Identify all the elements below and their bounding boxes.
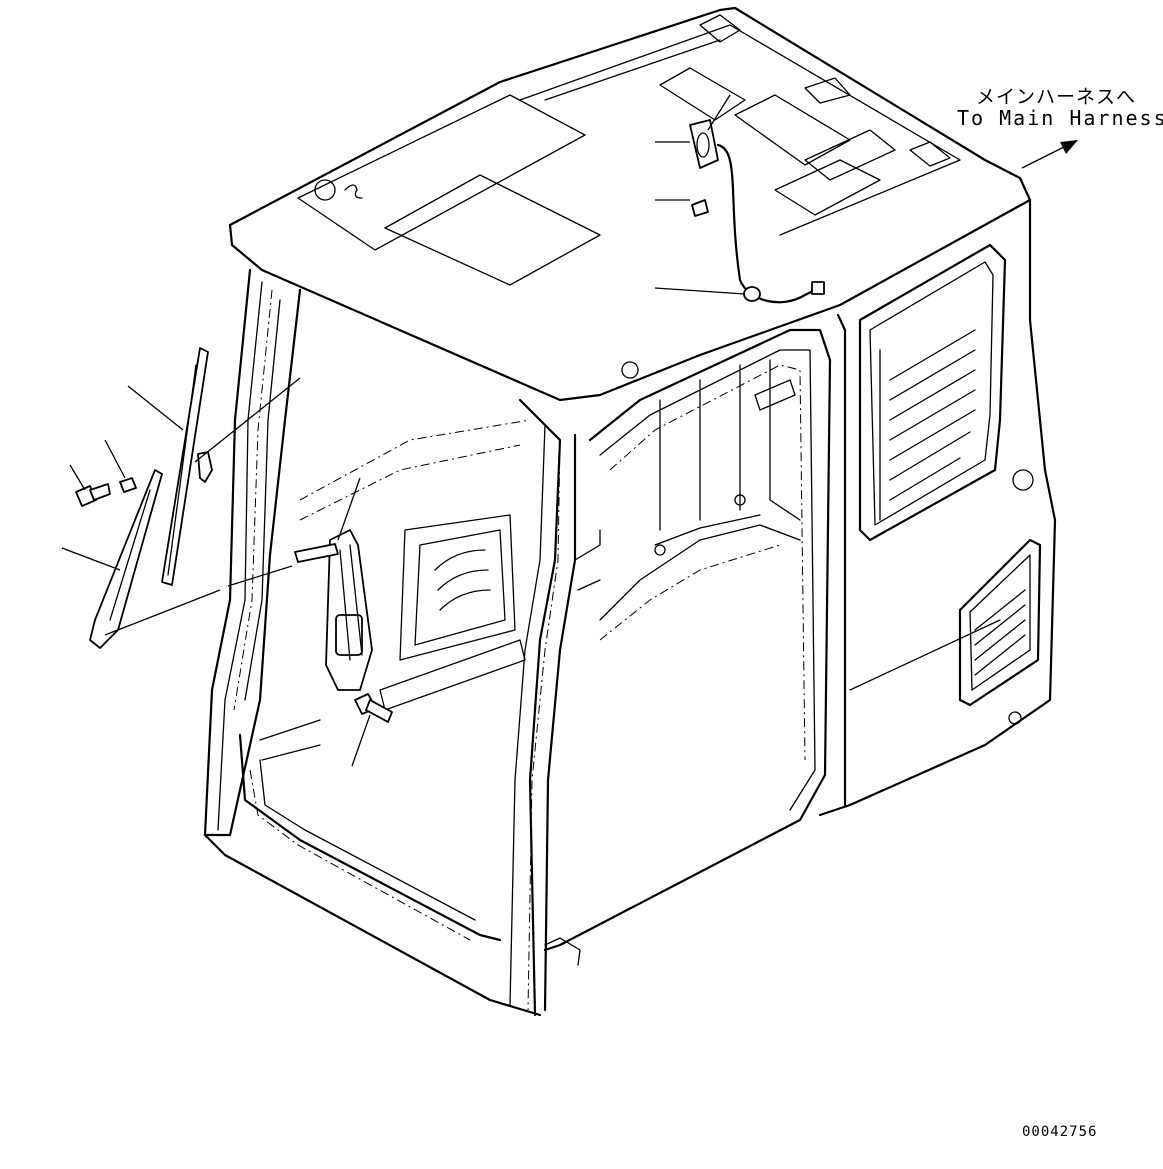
harness-cable: [716, 143, 825, 304]
motor-bolt: [354, 693, 393, 723]
main-harness-label-jp: メインハーネスへ: [976, 86, 1137, 108]
leader-lines: [61, 94, 746, 767]
wiper-arm: [89, 469, 163, 649]
washer-nozzle: [119, 477, 137, 493]
wiper-motor: [294, 529, 373, 691]
wiper-blade: [161, 347, 209, 586]
roof-lamp: [689, 119, 719, 217]
cab-body: [203, 6, 1057, 1017]
bolt-small: [75, 483, 111, 507]
main-harness-label-en: To Main Harness: [957, 106, 1163, 130]
arrow-to-harness: [1021, 140, 1078, 169]
drawing-number: 00042756: [1022, 1124, 1098, 1140]
wiper-clip: [197, 451, 213, 483]
